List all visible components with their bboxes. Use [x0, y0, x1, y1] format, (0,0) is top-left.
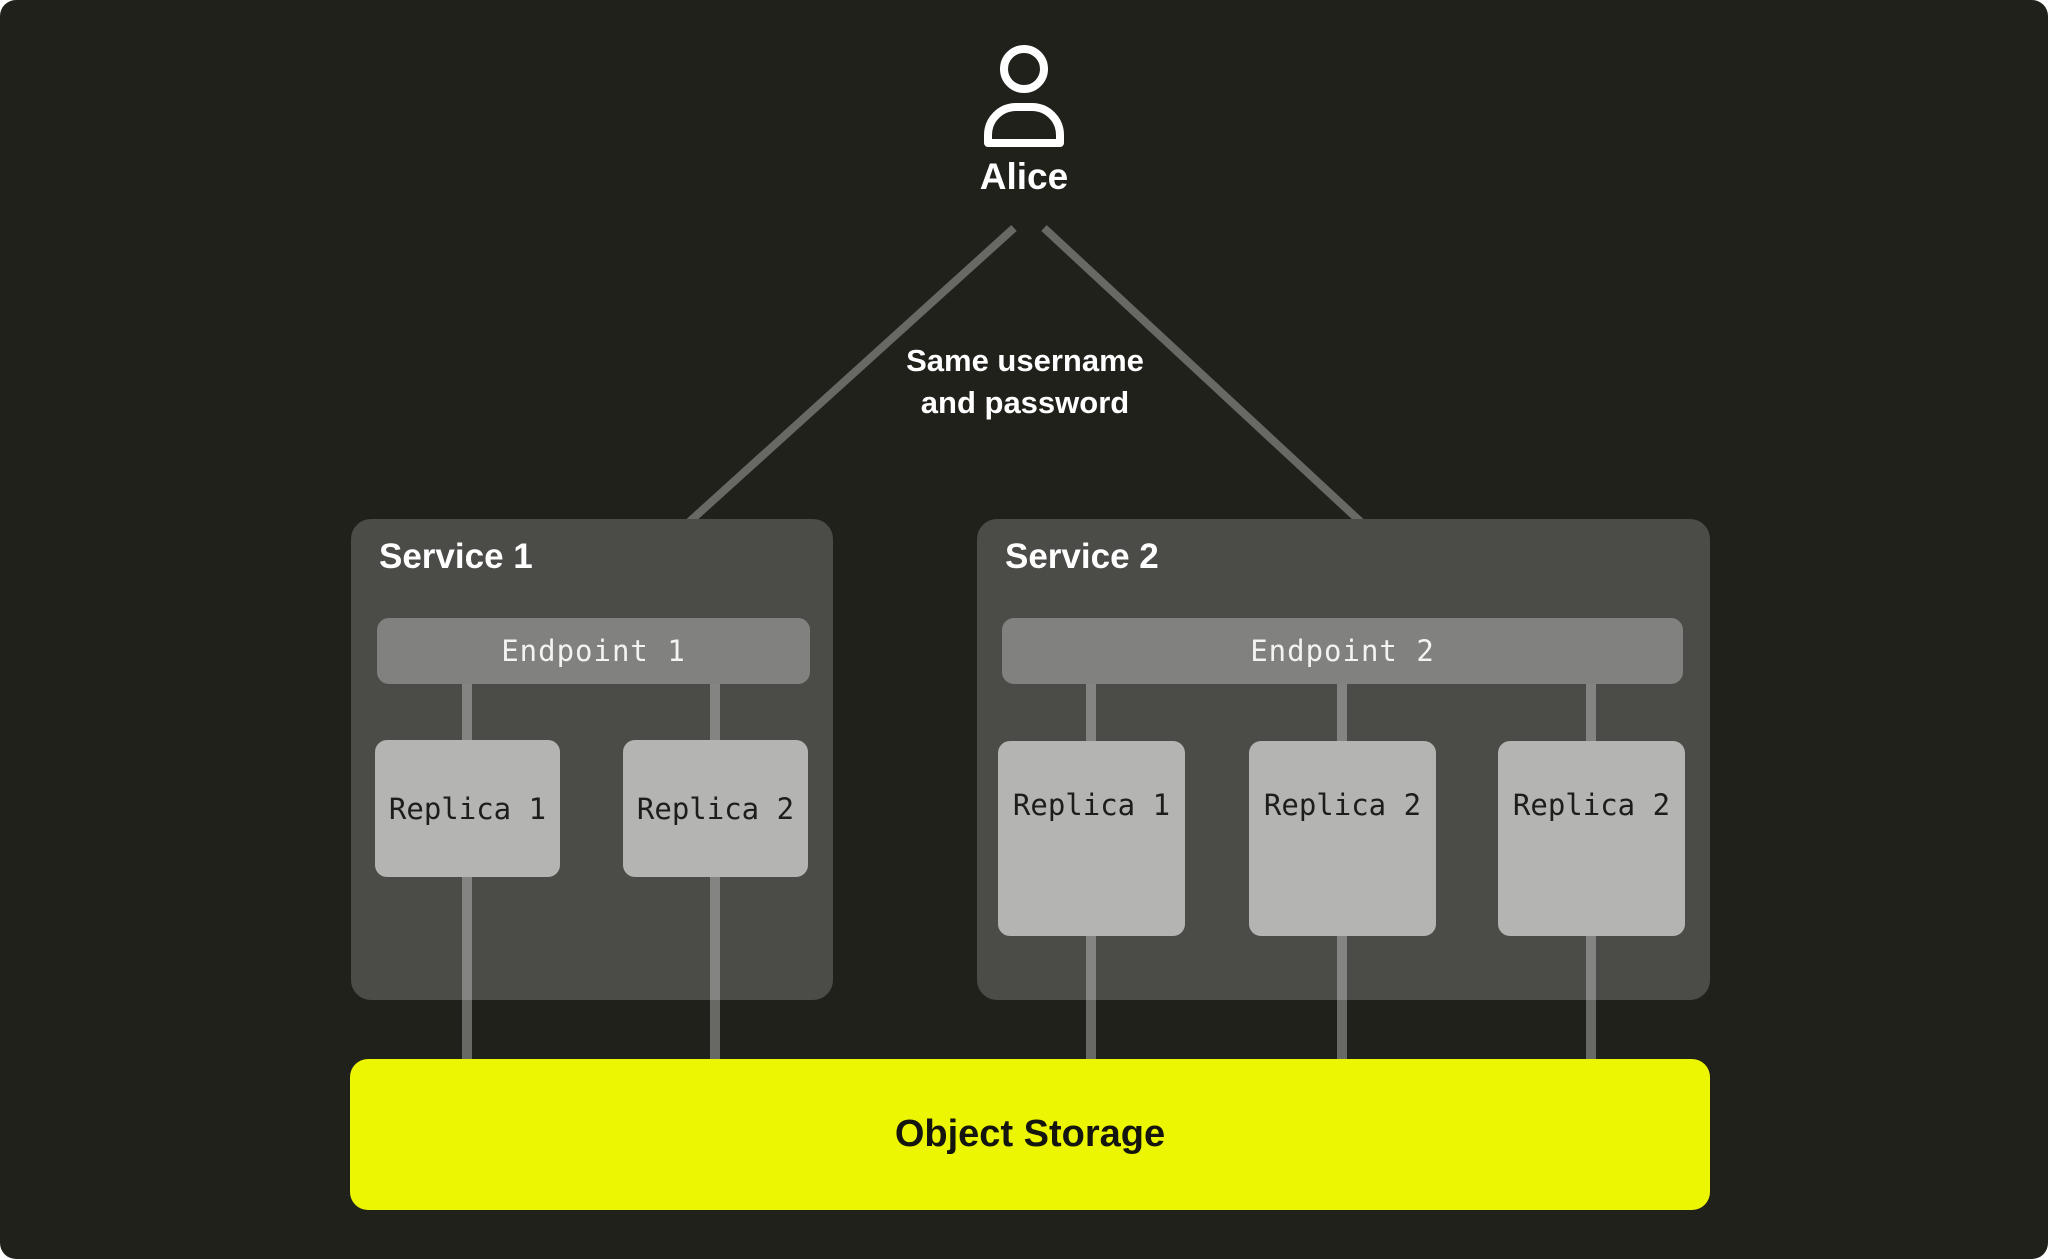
replica-label: Replica 2 — [1263, 788, 1422, 822]
service-1-replica-2: Replica 2 — [623, 740, 808, 877]
endpoint-1-label: Endpoint 1 — [501, 634, 686, 668]
user-label: Alice — [979, 156, 1069, 197]
endpoint-1: Endpoint 1 — [377, 618, 810, 684]
user-icon-wrap — [974, 42, 1074, 150]
service-1-replica-1: Replica 1 — [375, 740, 560, 877]
annotation-line-2: and password — [920, 385, 1130, 420]
service-2-title: Service 2 — [1005, 537, 1159, 576]
service-2-replica-1: Replica 1 — [998, 741, 1185, 936]
object-storage-label: Object Storage — [894, 1113, 1166, 1155]
replica-label: Replica 2 — [1512, 788, 1671, 822]
service-1-title: Service 1 — [379, 537, 533, 576]
endpoint-2: Endpoint 2 — [1002, 618, 1683, 684]
object-storage-bar: Object Storage — [350, 1059, 1710, 1210]
person-icon — [984, 45, 1064, 147]
service-2-replica-3: Replica 2 — [1498, 741, 1685, 936]
replica-label: Replica 1 — [388, 791, 547, 826]
replica-label: Replica 2 — [636, 791, 795, 826]
service-2-replica-2: Replica 2 — [1249, 741, 1436, 936]
replica-label: Replica 1 — [1012, 788, 1171, 822]
annotation-text: Same username and password — [825, 340, 1225, 424]
annotation-line-1: Same username — [906, 343, 1144, 378]
endpoint-2-label: Endpoint 2 — [1250, 634, 1435, 668]
